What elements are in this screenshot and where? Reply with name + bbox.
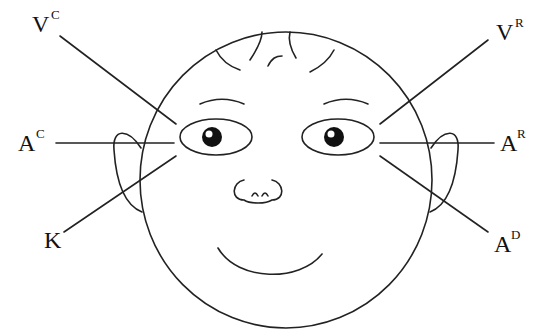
- hair-strand: [310, 50, 334, 72]
- head-outline: [140, 32, 432, 328]
- left-eyebrow: [200, 100, 244, 105]
- label-superscript: R: [517, 127, 526, 140]
- leader-line: [56, 142, 174, 144]
- label-superscript: D: [511, 228, 520, 241]
- label-superscript: C: [51, 8, 60, 21]
- nostrils: [252, 193, 268, 196]
- left-ear: [114, 133, 142, 212]
- right-pupil: [324, 127, 344, 147]
- right-eye: [302, 119, 374, 155]
- nose: [234, 180, 282, 203]
- hair-strand: [216, 50, 240, 70]
- mouth: [218, 248, 322, 274]
- right-eyebrow: [324, 100, 368, 105]
- hair-strand: [268, 56, 282, 66]
- label-letter: A: [18, 131, 35, 155]
- hair-strand: [250, 32, 262, 60]
- leader-line: [380, 156, 488, 232]
- pupil-highlight: [328, 131, 335, 138]
- label-letter: A: [500, 131, 517, 155]
- leader-line: [380, 142, 494, 144]
- left-pupil: [202, 127, 222, 147]
- label-letter: K: [44, 228, 61, 252]
- label-superscript: C: [36, 127, 45, 140]
- leader-line: [60, 36, 176, 124]
- label-letter: V: [496, 20, 513, 44]
- leader-line: [64, 156, 176, 232]
- left-eye: [180, 119, 252, 155]
- label-superscript: R: [515, 16, 524, 29]
- label-letter: V: [32, 12, 49, 36]
- pupil-highlight: [206, 131, 213, 138]
- leader-line: [380, 40, 488, 124]
- label-letter: A: [494, 232, 511, 256]
- hair-strand: [289, 32, 296, 58]
